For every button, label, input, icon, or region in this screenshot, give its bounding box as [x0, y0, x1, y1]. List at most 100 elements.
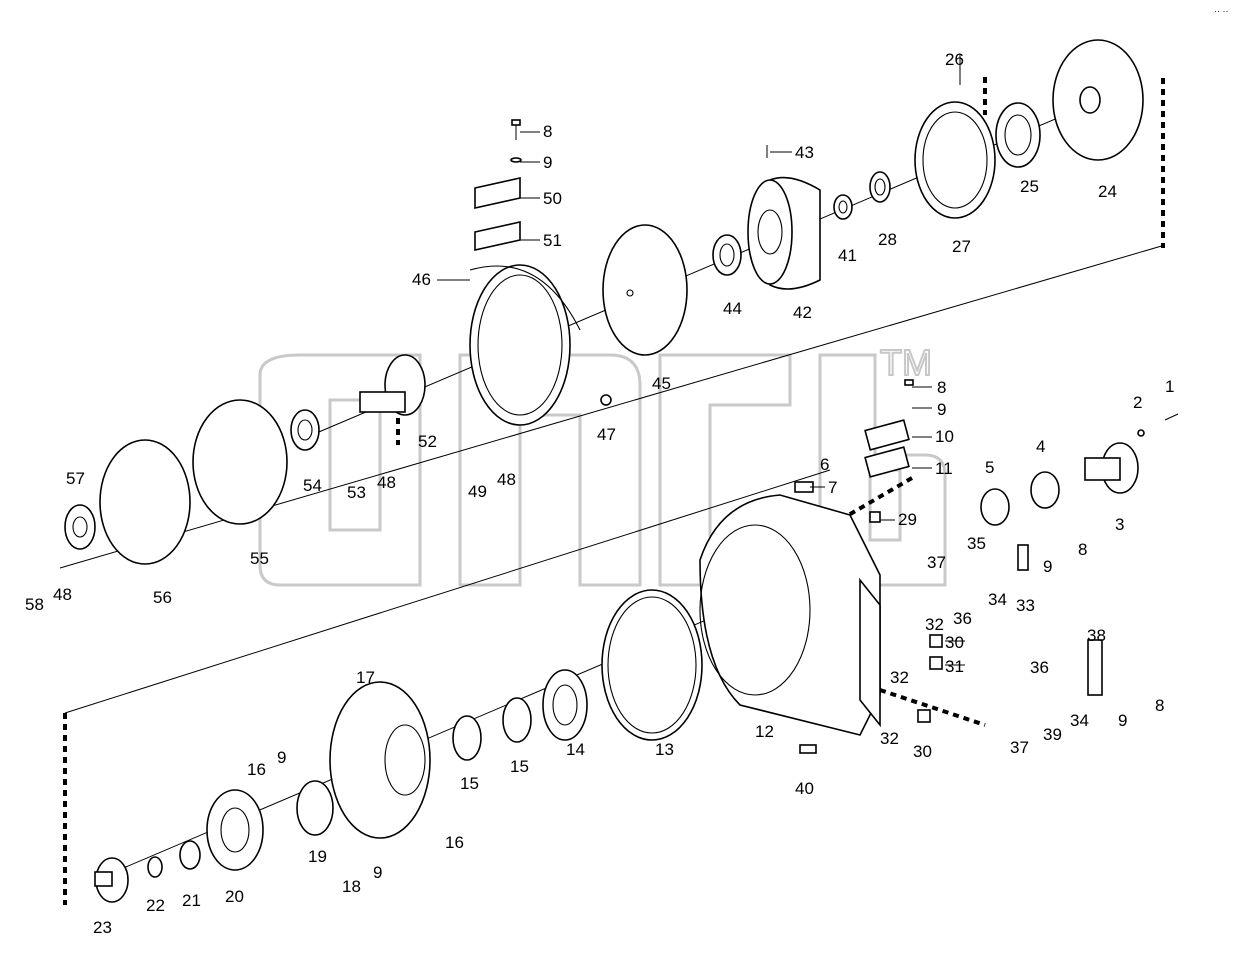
label-38: 38 [1087, 626, 1106, 645]
label-4: 4 [1036, 437, 1045, 456]
label-25: 25 [1020, 177, 1039, 196]
label-6: 6 [820, 455, 829, 474]
label-49: 49 [468, 482, 487, 501]
label-48-c: 48 [53, 585, 72, 604]
part-20-stator [206, 789, 264, 871]
part-17-cover [329, 681, 431, 839]
label-27: 27 [952, 237, 971, 256]
part-30-plug-b [917, 709, 931, 723]
part-33-bracket [1017, 544, 1029, 571]
part-22-ring [147, 856, 163, 878]
label-22: 22 [146, 896, 165, 915]
label-32-a: 32 [925, 615, 944, 634]
label-35: 35 [967, 534, 986, 553]
label-40: 40 [795, 779, 814, 798]
label-9-lower: 9 [1118, 711, 1127, 730]
part-10-plate [864, 419, 910, 451]
label-39: 39 [1043, 725, 1062, 744]
part-54-flange [290, 409, 320, 451]
label-34-b: 34 [1070, 711, 1089, 730]
label-10: 10 [935, 427, 954, 446]
label-51: 51 [543, 231, 562, 250]
label-26: 26 [945, 50, 964, 69]
label-47: 47 [597, 425, 616, 444]
label-37-b: 37 [1010, 738, 1029, 757]
part-45-flexplate [602, 224, 688, 356]
label-30-a: 30 [945, 633, 964, 652]
part-19-flange [296, 780, 334, 836]
label-12: 12 [755, 722, 774, 741]
part-41-hub [833, 194, 853, 220]
label-42: 42 [793, 303, 812, 322]
watermark-tm: TM [880, 342, 932, 383]
label-8-mid: 8 [937, 378, 946, 397]
label-11: 11 [935, 459, 953, 478]
label-32-b: 32 [890, 668, 909, 687]
label-9-right: 9 [1043, 557, 1052, 576]
part-13-gasket [601, 589, 703, 741]
label-13: 13 [655, 740, 674, 759]
part-1-bolt [1164, 413, 1179, 421]
label-9-mid: 9 [937, 400, 946, 419]
label-55: 55 [250, 549, 269, 568]
part-31-plug [929, 656, 943, 670]
label-32-c: 32 [880, 729, 899, 748]
part-25-flange [995, 102, 1041, 168]
corner-mark: ·· ·· [1214, 6, 1229, 16]
part-57-flange [64, 504, 96, 550]
label-57: 57 [66, 469, 85, 488]
part-15-bearing-b [452, 715, 482, 761]
part-52-shaft [359, 354, 426, 416]
label-34-a: 34 [988, 590, 1007, 609]
part-51-plate [474, 221, 521, 251]
label-24: 24 [1098, 182, 1117, 201]
label-45: 45 [652, 374, 671, 393]
part-38-bracket [1087, 639, 1103, 696]
label-48-b: 48 [497, 470, 516, 489]
part-3-hub [1084, 442, 1139, 494]
label-36-a: 36 [953, 609, 972, 628]
label-17: 17 [356, 668, 375, 687]
label-44: 44 [723, 299, 742, 318]
label-41: 41 [838, 246, 857, 265]
part-24-disc [1052, 39, 1144, 161]
label-15-a: 15 [460, 774, 479, 793]
label-28: 28 [878, 230, 897, 249]
part-15-bearing-a [502, 697, 532, 743]
label-33: 33 [1016, 596, 1035, 615]
label-36-b: 36 [1030, 658, 1049, 677]
part-56-disc [99, 439, 191, 565]
label-9-bottom: 9 [373, 863, 382, 882]
part-50-plate [474, 177, 521, 209]
label-29: 29 [898, 510, 917, 529]
label-58: 58 [25, 595, 44, 614]
part-8-bolt-top [510, 119, 522, 163]
part-55-disc [192, 399, 288, 525]
label-46: 46 [412, 270, 431, 289]
label-5: 5 [985, 458, 994, 477]
label-3: 3 [1115, 515, 1124, 534]
part-2-washer [1137, 429, 1145, 437]
label-14: 14 [566, 740, 585, 759]
part-44-seal [712, 234, 742, 276]
part-46-housing [469, 264, 581, 426]
label-8-lower: 8 [1155, 696, 1164, 715]
part-40-fitting [799, 744, 817, 754]
part-29-breather [869, 511, 881, 523]
part-11-plate [864, 446, 910, 478]
part-labels: 1 2 3 4 5 6 7 8 8 8 8 9 9 9 9 9 9 10 11 … [25, 50, 1174, 937]
part-47-plug [600, 394, 612, 406]
label-18: 18 [342, 877, 361, 896]
leader-lines [437, 55, 965, 666]
part-21-ring [179, 840, 201, 870]
part-28-bearing [869, 171, 891, 203]
label-9-top: 9 [543, 153, 552, 172]
part-23-shaft [94, 857, 129, 903]
part-8-bolt-mid [904, 379, 914, 386]
label-48-a: 48 [377, 473, 396, 492]
label-16-a: 16 [247, 760, 266, 779]
label-23: 23 [93, 918, 112, 937]
label-16-b: 16 [445, 833, 464, 852]
